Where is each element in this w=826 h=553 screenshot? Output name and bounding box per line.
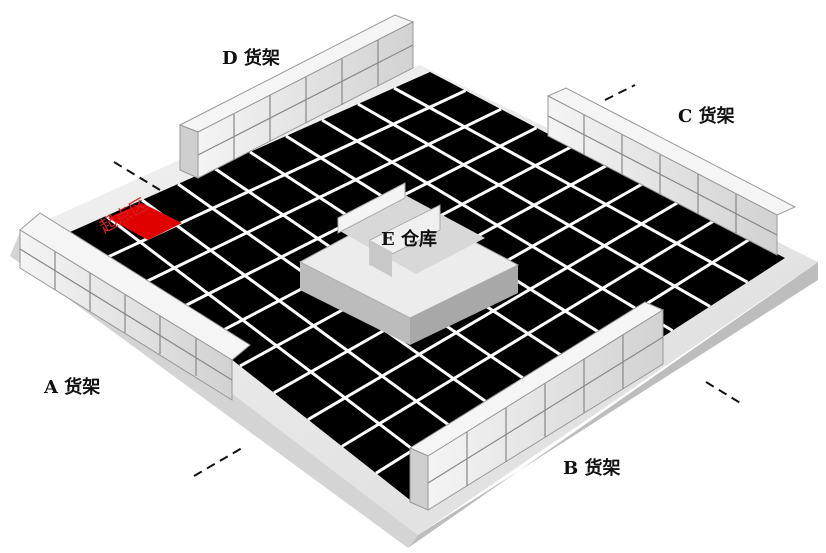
axis-dashes	[113, 84, 743, 477]
warehouse-e	[298, 182, 520, 345]
shelf-c	[546, 87, 797, 256]
grid-line	[307, 200, 680, 421]
shelf-c-label: C 货架	[678, 106, 735, 127]
shelf-a	[19, 212, 251, 401]
shelf-d	[178, 14, 415, 179]
start-zone	[108, 203, 182, 240]
shelf-b	[408, 301, 665, 511]
warehouse-e-label: E 仓库	[381, 229, 437, 250]
grid-line	[341, 219, 715, 448]
grid-line	[393, 86, 749, 284]
shelf-d-label: D 货架	[222, 48, 280, 69]
shelf-a-label: A 货架	[44, 377, 101, 398]
shelf-b-label: B 货架	[563, 458, 621, 479]
grid-line	[357, 102, 711, 308]
grid-line	[321, 118, 674, 332]
